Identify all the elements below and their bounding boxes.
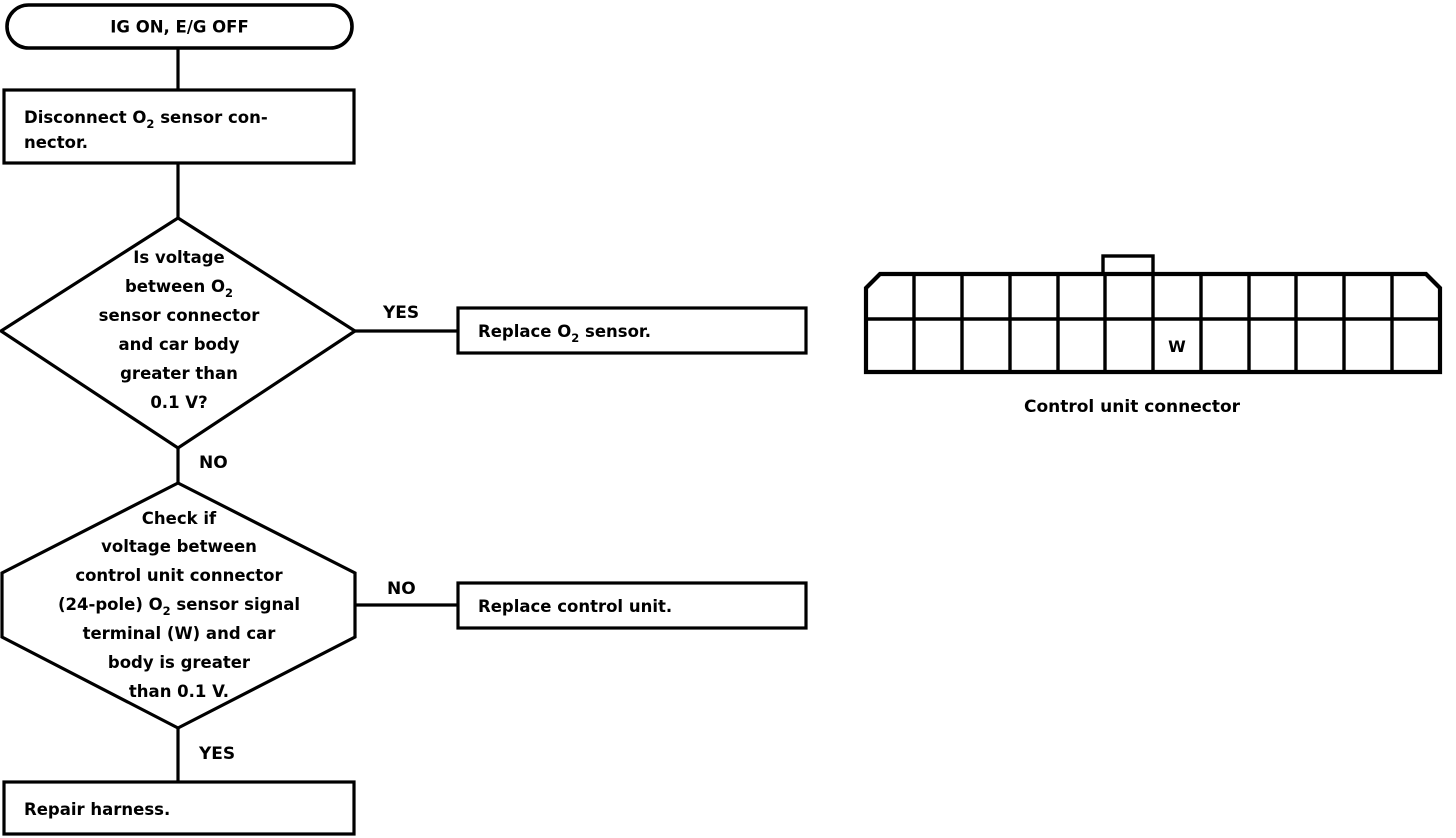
node-disconnect-sensor[interactable]: Disconnect O2 sensor con- nector. [2, 88, 356, 165]
decision2-line-3: control unit connector [75, 566, 283, 585]
decision1-line-5: greater than [120, 364, 238, 383]
replace-sensor-box-shape [456, 306, 808, 355]
decision1-line-2: between O2 [125, 277, 233, 300]
decision1-line-4: and car body [119, 335, 240, 354]
decision1-line-6: 0.1 V? [150, 393, 207, 412]
node-replace-control-unit[interactable]: Replace control unit. [456, 581, 808, 630]
node-repair-harness[interactable]: Repair harness. [2, 780, 356, 836]
node-decision-control-unit[interactable]: Check if voltage between control unit co… [0, 481, 357, 730]
branch-label-no-sensor: NO [199, 453, 228, 473]
decision1-line-1: Is voltage [133, 248, 224, 267]
decision2-line-6: body is greater [108, 653, 251, 672]
decision2-line-7: than 0.1 V. [129, 682, 229, 701]
start-node-shape [5, 3, 354, 50]
disconnect-box-shape [2, 88, 356, 165]
branch-label-no-control-unit: NO [387, 579, 416, 599]
disconnect-line-1: Disconnect O2 sensor con- [24, 108, 268, 131]
node-replace-sensor[interactable]: Replace O2 sensor. [456, 306, 808, 355]
decision2-line-1: Check if [142, 509, 217, 528]
decision2-hexagon-shape [0, 481, 357, 730]
decision1-line-3: sensor connector [99, 306, 261, 325]
control-unit-connector-illustration: W Control unit connector [863, 254, 1443, 417]
node-decision-sensor-voltage[interactable]: Is voltage between O2 sensor connector a… [0, 216, 358, 450]
node-start[interactable]: IG ON, E/G OFF [5, 3, 354, 50]
replace-control-unit-box-shape [456, 581, 808, 630]
branch-label-yes-control-unit: YES [198, 744, 235, 764]
decision1-diamond-shape [0, 216, 358, 450]
decision2-line-5: terminal (W) and car [83, 624, 277, 643]
branch-label-yes-sensor: YES [382, 303, 419, 323]
flow-links [176, 48, 458, 782]
replace-sensor-label: Replace O2 sensor. [478, 322, 651, 345]
connector-signal-pin-label: W [1168, 337, 1186, 356]
connector-column-dividers [912, 274, 1394, 372]
decision2-line-4: (24-pole) O2 sensor signal [58, 595, 300, 618]
decision2-line-2: voltage between [101, 537, 257, 556]
connector-caption: Control unit connector [1024, 397, 1241, 417]
repair-harness-box-shape [2, 780, 356, 836]
replace-control-unit-label: Replace control unit. [478, 597, 672, 616]
start-node-label: IG ON, E/G OFF [110, 18, 248, 37]
disconnect-line-2: nector. [24, 133, 88, 152]
repair-harness-label: Repair harness. [24, 800, 170, 819]
